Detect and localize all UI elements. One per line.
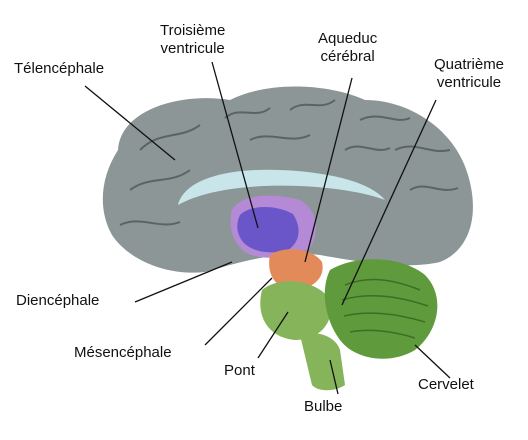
label-quatrieme-ventricule: Quatrième ventricule: [434, 56, 504, 92]
cerebellum-shape: [325, 259, 438, 358]
label-telencephale: Télencéphale: [14, 60, 104, 78]
label-pont: Pont: [224, 362, 255, 380]
label-aqueduc-cerebral-line2: cérébral: [318, 48, 377, 66]
label-troisieme-ventricule-line1: Troisième: [160, 22, 225, 40]
label-troisieme-ventricule: Troisième ventricule: [160, 22, 225, 58]
label-bulbe: Bulbe: [304, 398, 342, 416]
leader-cervelet: [415, 345, 450, 378]
label-mesencephale: Mésencéphale: [74, 344, 172, 362]
label-quatrieme-ventricule-line2: ventricule: [434, 74, 504, 92]
label-troisieme-ventricule-line2: ventricule: [160, 40, 225, 58]
label-aqueduc-cerebral: Aqueduc cérébral: [318, 30, 377, 66]
label-diencephale: Diencéphale: [16, 292, 99, 310]
label-cervelet: Cervelet: [418, 376, 474, 394]
label-quatrieme-ventricule-line1: Quatrième: [434, 56, 504, 74]
medulla-shape: [300, 333, 345, 390]
label-aqueduc-cerebral-line1: Aqueduc: [318, 30, 377, 48]
pons-shape: [260, 281, 331, 340]
